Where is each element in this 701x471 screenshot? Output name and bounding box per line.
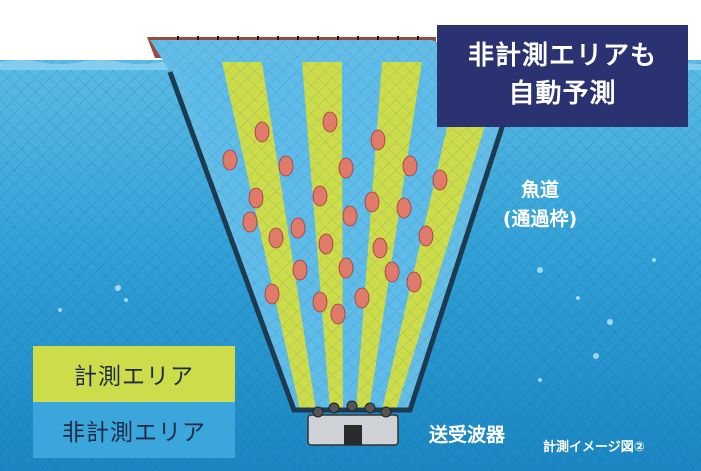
fish-path-label: 魚道 (通過枠) xyxy=(485,176,595,233)
legend-measured-area: 計測エリア xyxy=(33,346,235,402)
fish-path-line-1: 魚道 xyxy=(520,179,559,201)
fish-school xyxy=(222,111,448,325)
legend-unmeasured-area: 非計測エリア xyxy=(33,402,235,458)
fish-path-line-2: (通過枠) xyxy=(502,207,578,230)
title-line-2: 自動予測 xyxy=(508,79,617,109)
title-line-1: 非計測エリアも xyxy=(467,41,657,72)
title-box: 非計測エリアも 自動予測 xyxy=(437,25,688,127)
bubbles xyxy=(58,258,656,382)
transducer-label: 送受波器 xyxy=(429,424,506,446)
figure-caption: 計測イメージ図② xyxy=(543,440,645,455)
transducer xyxy=(307,400,399,446)
